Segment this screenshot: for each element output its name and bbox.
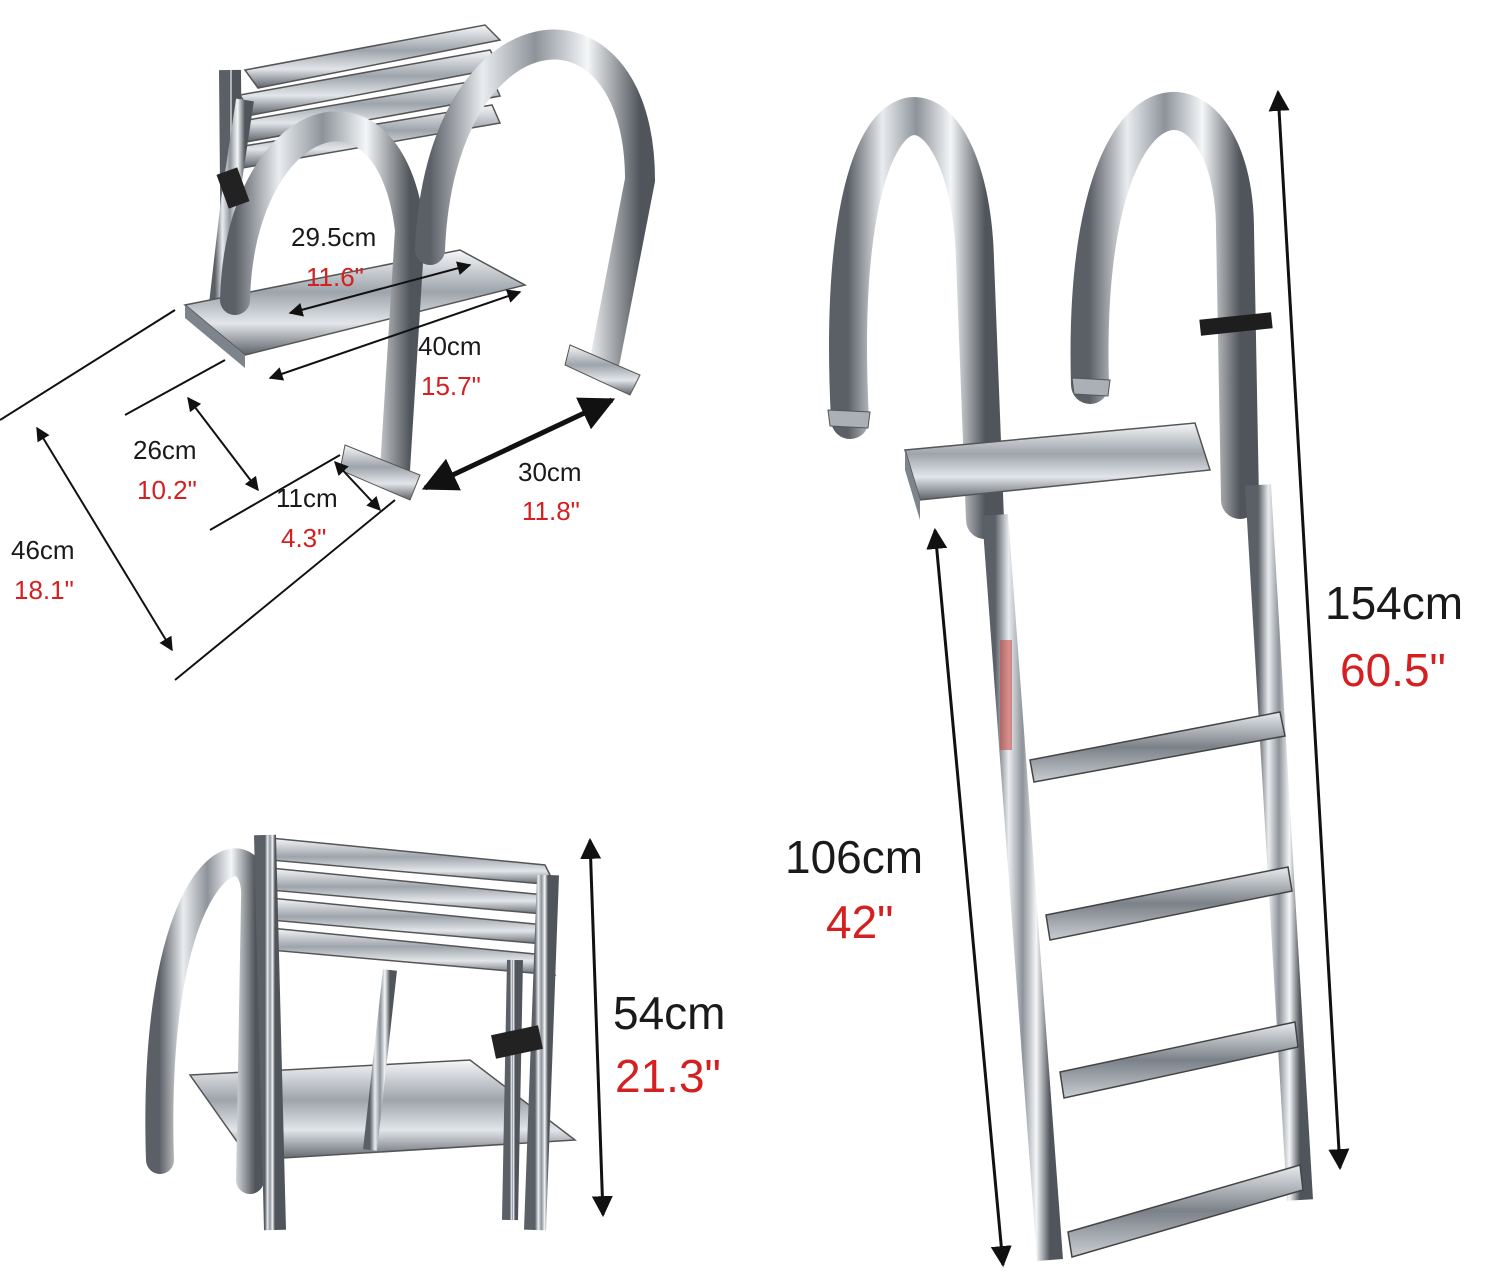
total-length-cm: 154cm [1325, 577, 1464, 629]
folded-height-dimension-line [580, 837, 613, 1218]
total-length-inch: 60.5" [1340, 644, 1446, 696]
overall-depth-cm: 46cm [11, 535, 75, 565]
extended-dimension-lines [926, 89, 1350, 1268]
depth-inch: 10.2" [137, 475, 197, 505]
top-view-dimension-lines [0, 261, 616, 681]
inner-width-cm: 29.5cm [291, 222, 377, 252]
overall-depth-inch: 18.1" [14, 575, 74, 605]
inner-width-inch: 11.6" [306, 262, 364, 292]
folded-ladder-illustration [145, 834, 578, 1231]
foot-offset-cm: 11cm [276, 483, 338, 513]
handle-spacing-inch: 11.8" [522, 496, 580, 526]
extended-ladder-illustration [827, 92, 1313, 1261]
depth-cm: 26cm [133, 435, 197, 465]
folded-height-inch: 21.3" [615, 1050, 721, 1102]
foot-offset-inch: 4.3" [281, 523, 327, 553]
top-view-ladder-illustration [183, 24, 656, 501]
outer-width-cm: 40cm [418, 331, 482, 361]
handle-spacing-cm: 30cm [518, 457, 582, 487]
outer-width-inch: 15.7" [421, 371, 481, 401]
folded-height-cm: 54cm [613, 987, 726, 1039]
ladder-length-inch: 42" [826, 896, 894, 948]
ladder-length-cm: 106cm [785, 831, 924, 883]
